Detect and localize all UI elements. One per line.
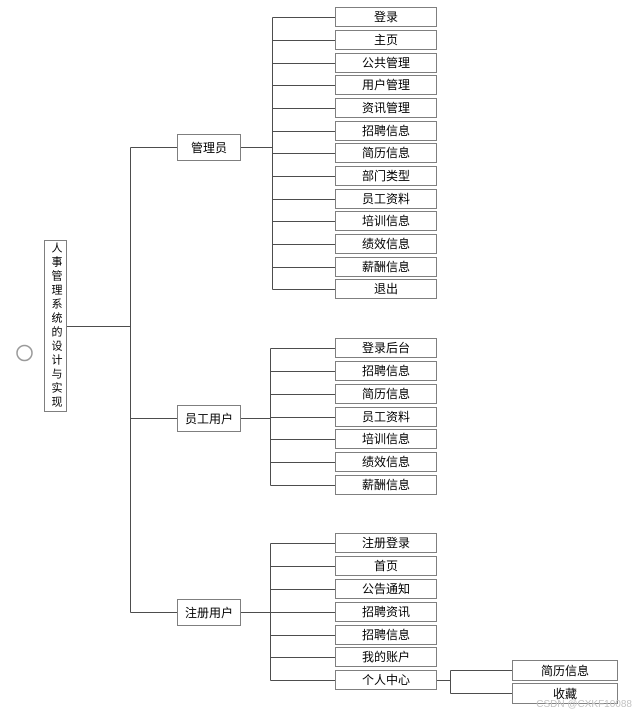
node-admin-dept-type: 部门类型 bbox=[335, 166, 437, 186]
node-admin-salary-info: 薪酬信息 bbox=[335, 257, 437, 277]
node-emp-recruit-info: 招聘信息 bbox=[335, 361, 437, 381]
branch-registered: 注册用户 bbox=[177, 599, 241, 626]
branch-admin: 管理员 bbox=[177, 134, 241, 161]
node-admin-recruit-info: 招聘信息 bbox=[335, 121, 437, 141]
node-admin-login: 登录 bbox=[335, 7, 437, 27]
node-reg-register-login: 注册登录 bbox=[335, 533, 437, 553]
node-emp-salary-info: 薪酬信息 bbox=[335, 475, 437, 495]
node-emp-training-info: 培训信息 bbox=[335, 429, 437, 449]
root-node: 人事管理系统的设计与实现 bbox=[44, 240, 67, 412]
node-admin-performance-info: 绩效信息 bbox=[335, 234, 437, 254]
node-reg-my-account: 我的账户 bbox=[335, 647, 437, 667]
node-admin-logout: 退出 bbox=[335, 279, 437, 299]
node-emp-resume-info: 简历信息 bbox=[335, 384, 437, 404]
employee-branch-lines bbox=[241, 348, 335, 486]
branch-employee: 员工用户 bbox=[177, 405, 241, 432]
personal-center-lines bbox=[437, 670, 512, 694]
registered-branch-lines bbox=[241, 543, 335, 681]
node-reg-personal-center: 个人中心 bbox=[335, 670, 437, 690]
node-reg-announcements: 公告通知 bbox=[335, 579, 437, 599]
node-pc-favorites: 收藏 bbox=[512, 683, 618, 704]
node-emp-performance-info: 绩效信息 bbox=[335, 452, 437, 472]
node-pc-resume-info: 简历信息 bbox=[512, 660, 618, 681]
node-admin-resume-info: 简历信息 bbox=[335, 143, 437, 163]
node-reg-home: 首页 bbox=[335, 556, 437, 576]
node-reg-recruit-news: 招聘资讯 bbox=[335, 602, 437, 622]
bullet-circle bbox=[16, 344, 33, 362]
admin-branch-lines bbox=[241, 17, 335, 290]
node-admin-training-info: 培训信息 bbox=[335, 211, 437, 231]
node-admin-staff-data: 员工资料 bbox=[335, 189, 437, 209]
node-admin-public-mgmt: 公共管理 bbox=[335, 53, 437, 73]
node-emp-login-backend: 登录后台 bbox=[335, 338, 437, 358]
node-admin-news-mgmt: 资讯管理 bbox=[335, 98, 437, 118]
watermark: CSDN @CXKF10088 bbox=[536, 699, 632, 710]
node-reg-recruit-info: 招聘信息 bbox=[335, 625, 437, 645]
root-connector-lines bbox=[67, 147, 177, 613]
node-emp-staff-data: 员工资料 bbox=[335, 407, 437, 427]
node-admin-home: 主页 bbox=[335, 30, 437, 50]
node-admin-user-mgmt: 用户管理 bbox=[335, 75, 437, 95]
